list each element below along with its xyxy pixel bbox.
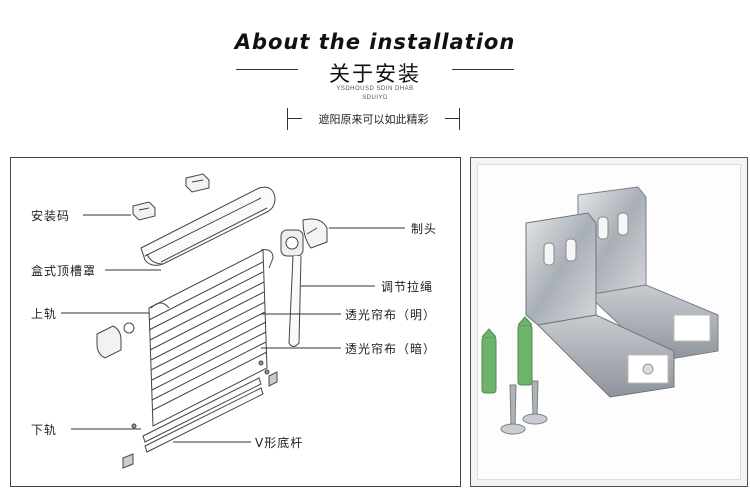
- diagram-panel: 安装码 盒式顶槽罩 上轨 下轨 制头 调节拉绳 透光帘布（明） 透光帘布（暗） …: [10, 157, 461, 487]
- end-cap-shape: [96, 322, 135, 359]
- label-sheer-light: 透光帘布（明）: [345, 308, 437, 322]
- photo-panel: [470, 157, 748, 487]
- label-mounting-code: 安装码: [31, 209, 71, 223]
- box-top-cover-shape: [140, 186, 276, 266]
- blind-exploded-diagram: [61, 173, 405, 469]
- label-control-head: 制头: [411, 222, 438, 236]
- front-bracket-icon: [525, 212, 675, 398]
- label-box-top-cover: 盒式顶槽罩: [31, 264, 97, 278]
- label-v-bottom-bar: V形底杆: [255, 436, 304, 450]
- screw-icon: [500, 380, 548, 435]
- label-sheer-dark: 透光帘布（暗）: [345, 342, 437, 356]
- cord-loop-shape: [288, 255, 302, 347]
- caption-line-2: SDUIYD: [362, 95, 388, 101]
- bottom-rail-shape: [122, 360, 278, 469]
- bracket-photo-icon: [481, 186, 719, 435]
- page-title: About the installation: [234, 30, 516, 54]
- mounting-bracket-icon: [132, 173, 210, 221]
- subtitle: 关于安装: [329, 62, 421, 86]
- caption-line-1: YSDHOUSD SDIN DHAB: [336, 86, 414, 92]
- subtitle-row: 关于安装: [0, 58, 750, 88]
- subtitle-right-line: [452, 69, 514, 70]
- control-head-shape: [280, 218, 328, 257]
- subtitle-left-line: [236, 69, 298, 70]
- slogan-box: 遮阳原来可以如此精彩: [287, 108, 460, 130]
- leader-lines: [61, 214, 405, 443]
- slogan: 遮阳原来可以如此精彩: [318, 113, 429, 126]
- fabric-panel-shape: [148, 249, 274, 427]
- photo-frame: [477, 164, 741, 480]
- wall-anchor-icon: [481, 316, 533, 394]
- label-lower-rail: 下轨: [31, 423, 58, 437]
- label-upper-rail: 上轨: [31, 307, 58, 321]
- label-adjust-cord: 调节拉绳: [381, 280, 434, 294]
